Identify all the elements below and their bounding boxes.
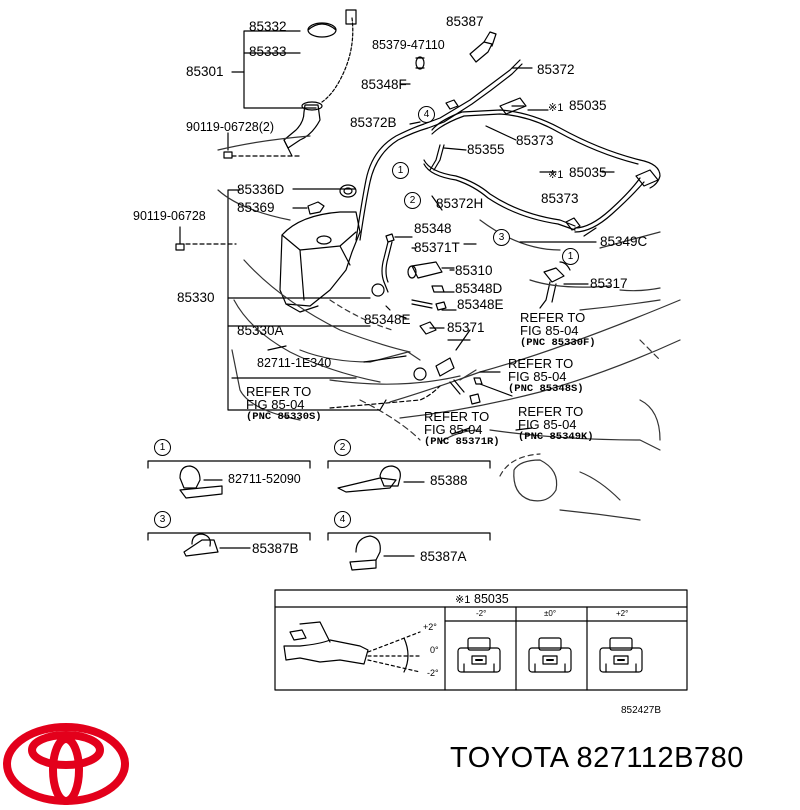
washer-pump-drawing [371,261,455,381]
filler-neck-drawing [283,9,357,157]
refer-85349K-line2: FIG 85-04 [518,417,577,432]
refer-85349K-line1: REFER TO [518,404,584,419]
part-label-85372B: 85372B [350,115,397,130]
refer-85349K: REFER TO FIG 85-04 (PNC 85349K) [518,405,594,444]
refer-85330F-line1: REFER TO [520,310,586,325]
part-label-90119-06728: 90119-06728 [133,209,206,223]
part-label-85035-upper-mark: ※1 [548,102,564,114]
part-label-85387B: 85387B [252,541,299,556]
refer-85330S: REFER TO FIG 85-04 (PNC 85330S) [246,385,322,424]
refer-85348S: REFER TO FIG 85-04 (PNC 85348S) [508,357,584,396]
refer-85330S-line2: FIG 85-04 [246,397,305,412]
part-label-85387A: 85387A [420,549,467,564]
callout-4: 4 [418,106,435,123]
part-label-82711-52090: 82711-52090 [228,472,301,486]
part-label-85373-upper: 85373 [516,133,554,148]
part-label-85348E-left: 85348E [364,312,411,327]
brand-part-number: TOYOTA 827112B780 [450,742,744,774]
refer-85330F: REFER TO FIG 85-04 (PNC 85330F) [520,311,596,350]
legend-circle-3: 3 [154,511,171,528]
aim-adjustment-table [274,589,688,691]
angle-zero: 0° [430,645,439,655]
refer-85348S-line2: FIG 85-04 [508,369,567,384]
angle-plus2: +2° [423,622,437,632]
refer-85330F-pnc: (PNC 85330F) [520,337,596,349]
callout-2: 2 [404,192,421,209]
part-label-85330: 85330 [177,290,215,305]
part-label-85035-lower: 85035 [569,165,607,180]
refer-85371R-line1: REFER TO [424,409,490,424]
table-title: 85035 [474,592,509,606]
part-label-85372: 85372 [537,62,575,77]
part-label-85035-lower-mark: ※1 [548,169,564,181]
callout-1: 1 [392,162,409,179]
part-label-85371: 85371 [447,320,485,335]
refer-85371R-line2: FIG 85-04 [424,422,483,437]
diagram-code: 852427B [621,705,662,716]
refer-85349K-pnc: (PNC 85349K) [518,431,594,443]
part-label-85348D: 85348D [455,281,503,296]
toyota-logo [3,723,129,805]
part-label-85388: 85388 [430,473,468,488]
refer-85371R: REFER TO FIG 85-04 (PNC 85371R) [424,410,500,449]
table-col-plus2: +2° [616,609,629,618]
part-label-85349C: 85349C [600,234,648,249]
part-label-85317: 85317 [590,276,628,291]
part-label-85330A: 85330A [237,323,284,338]
part-label-85333: 85333 [249,44,287,59]
part-label-85373-lower: 85373 [541,191,579,206]
part-label-85336D: 85336D [237,182,285,197]
part-label-85369: 85369 [237,200,275,215]
refer-85371R-pnc: (PNC 85371R) [424,436,500,448]
part-label-85355: 85355 [467,142,505,157]
table-title-mark: ※1 [455,594,471,606]
part-label-85332: 85332 [249,19,287,34]
callout-1-right: 1 [562,248,579,265]
part-label-85310: 85310 [455,263,493,278]
part-label-85371T: 85371T [414,240,460,255]
refer-85348S-line1: REFER TO [508,356,574,371]
table-col-minus2: -2° [476,609,487,618]
legend-circle-1: 1 [154,439,171,456]
washer-tank-drawing [279,211,361,313]
angle-minus2: -2° [427,668,439,678]
legend-circle-2: 2 [334,439,351,456]
refer-85330S-line1: REFER TO [246,384,312,399]
part-label-82711-1E340: 82711-1E340 [257,356,332,370]
part-label-85379-47110: 85379-47110 [372,38,445,52]
part-label-85348F: 85348F [361,77,407,92]
part-label-85301: 85301 [186,64,224,79]
part-label-85372H: 85372H [436,196,484,211]
part-label-90119-06728-2: 90119-06728(2) [186,120,275,134]
part-label-85348E-right: 85348E [457,297,504,312]
refer-85330F-line2: FIG 85-04 [520,323,579,338]
part-label-85348: 85348 [414,221,452,236]
refer-85330S-pnc: (PNC 85330S) [246,411,322,423]
callout-3: 3 [493,229,510,246]
part-label-85387: 85387 [446,14,484,29]
table-col-zero: ±0° [544,609,557,618]
part-label-85035-upper: 85035 [569,98,607,113]
refer-85348S-pnc: (PNC 85348S) [508,383,584,395]
legend-circle-4: 4 [334,511,351,528]
washer-hoses-drawing [355,59,661,241]
vehicle-body-outline [217,135,681,521]
